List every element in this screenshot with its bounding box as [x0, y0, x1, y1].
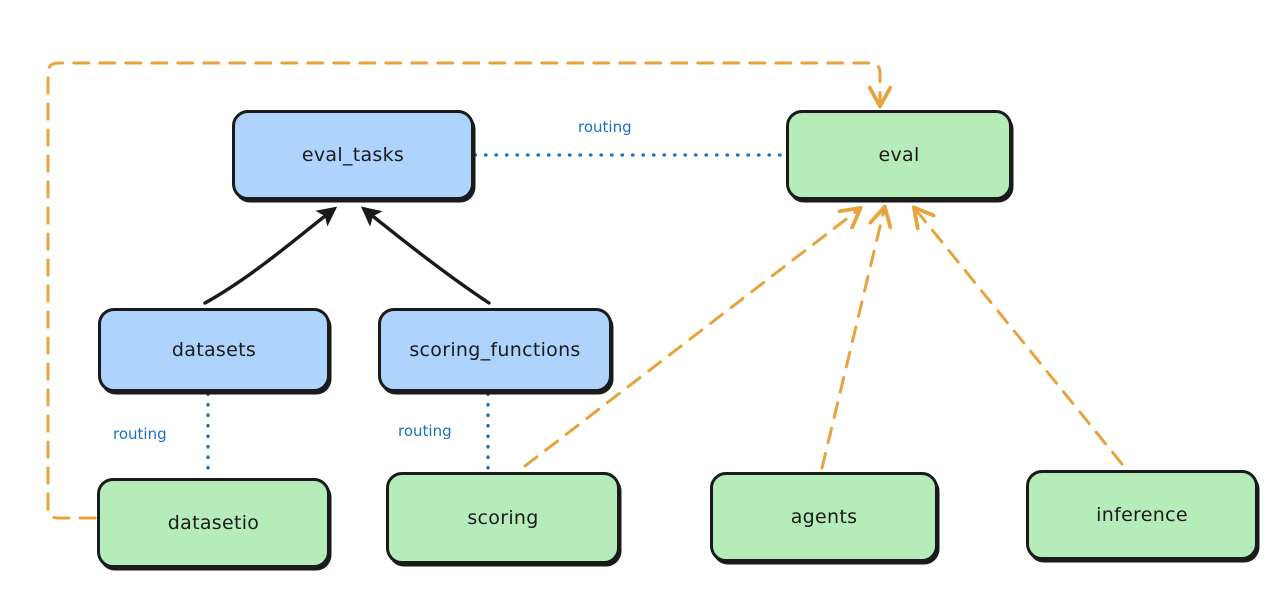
node-label-inference: inference [1096, 504, 1188, 526]
node-datasets[interactable]: datasets [98, 308, 330, 392]
node-agents[interactable]: agents [710, 472, 938, 562]
node-label-scoring: scoring [467, 507, 539, 529]
node-label-eval_tasks: eval_tasks [301, 144, 405, 166]
edge-scoring_functions-to-eval_tasks [360, 206, 491, 305]
node-eval_tasks[interactable]: eval_tasks [232, 110, 474, 200]
node-scoring[interactable]: scoring [386, 472, 620, 564]
node-label-datasets: datasets [171, 339, 257, 361]
node-label-scoring_functions: scoring_functions [409, 339, 581, 361]
node-label-datasetio: datasetio [167, 512, 260, 534]
node-inference[interactable]: inference [1026, 470, 1258, 560]
node-eval[interactable]: eval [786, 110, 1012, 200]
node-label-agents: agents [790, 506, 858, 528]
edge-datasets-to-eval_tasks [203, 206, 338, 305]
node-datasetio[interactable]: datasetio [97, 478, 330, 568]
edge-label-routing-datasets-datasetio: routing [113, 425, 167, 443]
node-label-eval: eval [878, 144, 920, 166]
node-scoring_functions[interactable]: scoring_functions [378, 308, 612, 392]
edge-inference-to-eval-dependency [916, 210, 1124, 466]
edge-label-routing-scoring_functions-scoring: routing [398, 422, 452, 440]
edge-agents-to-eval-dependency [820, 210, 884, 470]
edge-label-routing-eval_tasks-eval: routing [578, 118, 632, 136]
